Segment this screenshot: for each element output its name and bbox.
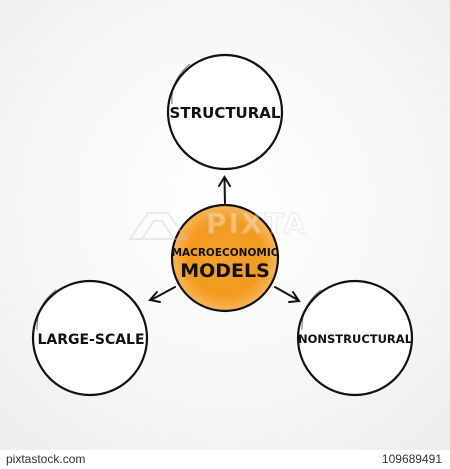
node-nonstructural-label: NONSTRUCTURAL xyxy=(298,332,413,346)
watermark-logo-icon xyxy=(128,212,188,240)
arrow-to-structural xyxy=(218,175,231,206)
arrow-to-large-scale xyxy=(148,286,176,303)
footer-image-number: 109689491 xyxy=(381,452,442,466)
footer-bar: pixtastock.com 109689491 xyxy=(0,450,450,469)
node-structural-label: STRUCTURAL xyxy=(170,104,281,122)
center-title-line2: MODELS xyxy=(180,260,270,282)
diagram-canvas: STRUCTURAL LARGE-SCALE NONSTRUCTURAL MAC… xyxy=(0,0,450,450)
center-title-line1: MACROECONOMIC xyxy=(172,247,279,259)
watermark-text: PIXTA xyxy=(205,207,308,241)
node-structural: STRUCTURAL xyxy=(166,53,284,171)
node-nonstructural: NONSTRUCTURAL xyxy=(296,279,414,397)
node-center: MACROECONOMIC MODELS xyxy=(170,203,280,313)
pixta-watermark: PIXTA xyxy=(128,205,328,245)
node-large-scale-label: LARGE-SCALE xyxy=(37,332,144,348)
mind-map: STRUCTURAL LARGE-SCALE NONSTRUCTURAL MAC… xyxy=(31,53,414,397)
footer-site: pixtastock.com xyxy=(6,452,86,466)
node-large-scale: LARGE-SCALE xyxy=(31,279,149,397)
arrow-to-nonstructural xyxy=(274,286,301,303)
